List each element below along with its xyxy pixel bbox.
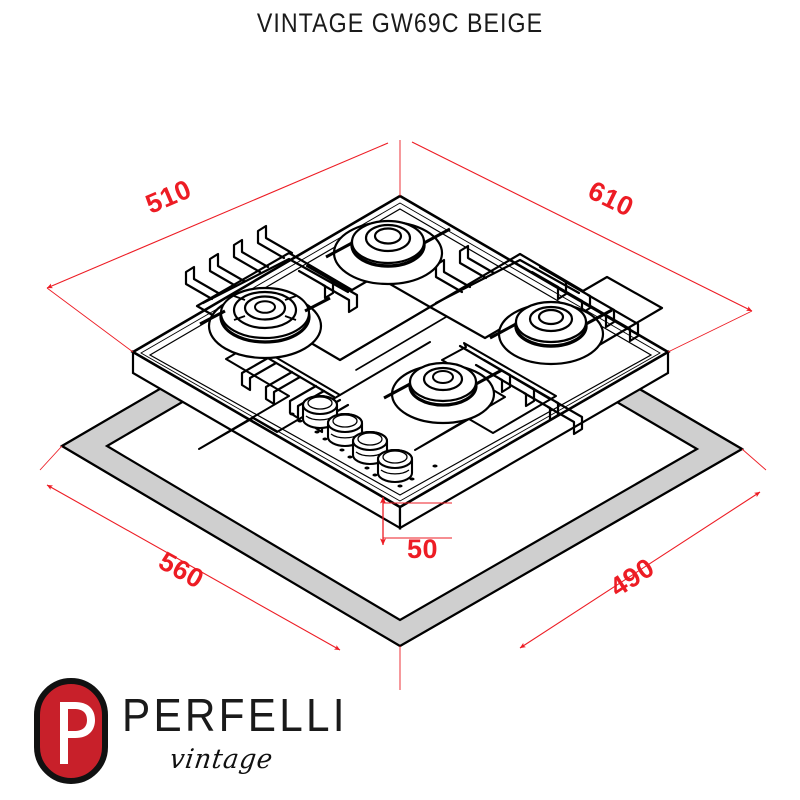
dimension-label-610: 610 — [583, 175, 638, 222]
burner-right — [489, 300, 613, 366]
dimension-line-610 — [411, 141, 753, 312]
control-knobs — [289, 394, 438, 488]
burner-front-center — [383, 361, 503, 425]
knob-indicator-dots — [289, 412, 438, 488]
brand-sub: vintage — [167, 744, 276, 775]
brand-name: PERFELLI — [122, 689, 348, 741]
dimension-line-490 — [519, 491, 761, 649]
extension-lines — [39, 140, 767, 690]
dimension-label-50: 50 — [407, 534, 438, 564]
dimension-line-510 — [46, 142, 389, 289]
dimension-line-50 — [380, 496, 452, 546]
burner-left — [199, 286, 331, 360]
dimension-label-490: 490 — [604, 552, 659, 603]
perfelli-p-mark-icon — [34, 678, 108, 784]
dimension-label-510: 510 — [141, 174, 196, 220]
brand-wordmark: PERFELLI vintage — [122, 692, 362, 775]
dimension-lines — [39, 140, 767, 690]
page-title: VINTAGE GW69C BEIGE — [256, 8, 544, 38]
control-knob-4[interactable] — [376, 448, 414, 484]
dimension-line-560 — [46, 484, 341, 651]
burner-rear-center — [325, 219, 451, 286]
brand-logo: PERFELLI vintage — [34, 678, 364, 786]
dimension-label-560: 560 — [154, 546, 209, 595]
control-knob-3[interactable] — [351, 430, 389, 466]
